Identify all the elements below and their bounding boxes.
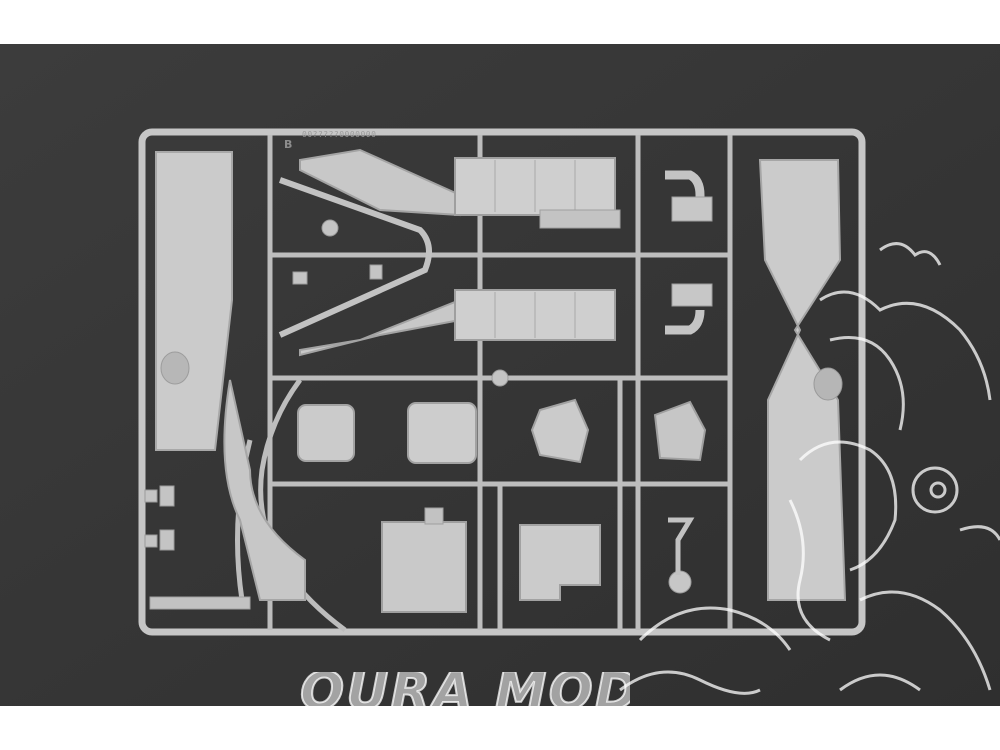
- part-curved-rail: [223, 379, 306, 601]
- part-right-panel: [758, 159, 847, 601]
- part-block-3: [530, 398, 590, 464]
- sprue-code: 00?????0000000: [302, 130, 377, 139]
- small-parts-left: [144, 219, 383, 551]
- part-left-panel: [155, 151, 233, 451]
- part-block-1: [297, 404, 355, 462]
- part-block-2: [407, 402, 477, 464]
- sprue-letter: B: [284, 138, 293, 151]
- sprue-frame: [138, 128, 866, 636]
- watermark-dragon: [619, 242, 1000, 695]
- part-housing: [381, 521, 467, 613]
- part-plate: [519, 524, 601, 601]
- part-block-4: [653, 400, 707, 462]
- watermark-text: OURA MODEL: [300, 672, 630, 712]
